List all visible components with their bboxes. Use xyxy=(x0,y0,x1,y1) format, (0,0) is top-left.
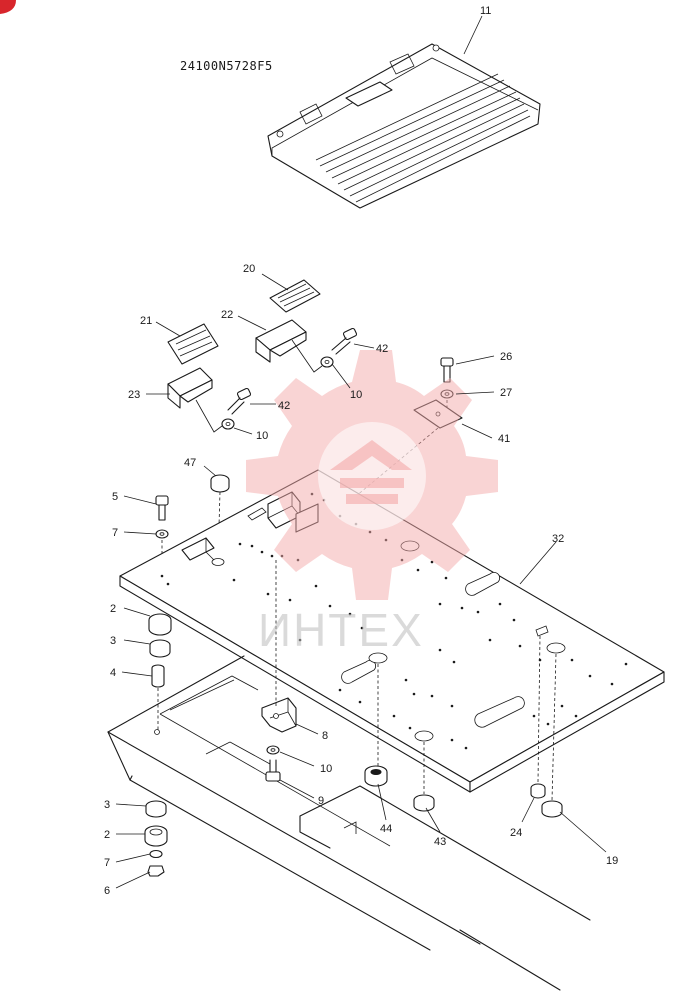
part-pedal-pad-20 xyxy=(269,279,321,313)
callout-labels: 11 20 21 22 42 10 26 27 23 42 10 41 47 5… xyxy=(104,5,618,897)
callout-22: 22 xyxy=(221,309,233,321)
callout-6: 6 xyxy=(104,885,110,897)
callout-10c: 10 xyxy=(320,763,332,775)
callout-11: 11 xyxy=(480,5,491,17)
callout-8: 8 xyxy=(322,730,328,742)
part-rubber-mount-3a xyxy=(149,639,171,658)
callout-26: 26 xyxy=(500,351,512,363)
part-nut-6 xyxy=(147,865,165,877)
part-bracket-8 xyxy=(261,697,297,733)
callout-7b: 7 xyxy=(104,857,110,869)
part-washer-10c xyxy=(266,745,280,755)
callout-2b: 2 xyxy=(104,829,110,841)
callout-23: 23 xyxy=(128,389,140,401)
part-pedal-pad-21 xyxy=(167,323,219,365)
part-bolt-5 xyxy=(155,495,169,521)
watermark-text: ИНТЕХ xyxy=(258,604,424,656)
callout-3a: 3 xyxy=(110,635,116,647)
callout-43: 43 xyxy=(434,836,446,848)
part-rubber-mount-2a xyxy=(148,613,172,636)
callout-44: 44 xyxy=(380,823,392,835)
part-cap-47 xyxy=(210,474,230,493)
callout-10b: 10 xyxy=(256,430,268,442)
part-bolt-42a xyxy=(331,327,358,355)
callout-2a: 2 xyxy=(110,603,116,615)
part-floor-plate-32 xyxy=(119,469,665,793)
watermark-gear-logo xyxy=(246,350,498,600)
floor-mat-slot xyxy=(345,81,393,107)
part-bolt-9 xyxy=(265,759,281,782)
callout-24: 24 xyxy=(510,827,522,839)
callout-27: 27 xyxy=(500,387,512,399)
drawing-part-code: 24100N5728F5 xyxy=(180,59,273,73)
callout-41: 41 xyxy=(498,433,510,445)
leader-lines xyxy=(115,15,607,889)
callout-4: 4 xyxy=(110,667,116,679)
part-rubber-mount-3b xyxy=(145,800,167,818)
callout-20: 20 xyxy=(243,263,255,275)
part-base-frame xyxy=(107,655,591,991)
part-washer-7a xyxy=(155,529,169,539)
part-washer-10a xyxy=(320,356,334,368)
part-bolt-42b xyxy=(227,387,252,415)
part-spacer-4 xyxy=(151,664,165,688)
part-rubber-mount-2b xyxy=(144,825,168,847)
part-grommet-43 xyxy=(413,794,435,812)
callout-9: 9 xyxy=(318,795,324,807)
floor-mat-ribs xyxy=(315,73,531,203)
part-washer-10b xyxy=(221,418,235,430)
callout-32: 32 xyxy=(552,533,564,545)
callout-42b: 42 xyxy=(278,400,290,412)
part-pedal-bracket-23 xyxy=(167,367,213,409)
callout-19: 19 xyxy=(606,855,618,867)
callout-47: 47 xyxy=(184,457,196,469)
callout-10a: 10 xyxy=(350,389,362,401)
part-floor-mat xyxy=(267,43,541,209)
callout-3b: 3 xyxy=(104,799,110,811)
part-grommet-44 xyxy=(364,765,388,787)
part-washer-7b xyxy=(149,849,163,859)
part-grommet-24 xyxy=(530,783,546,799)
corner-marker xyxy=(0,0,16,14)
callout-5: 5 xyxy=(112,491,118,503)
part-grommet-19 xyxy=(541,800,563,818)
callout-42a: 42 xyxy=(376,343,388,355)
callout-21: 21 xyxy=(140,315,152,327)
part-pedal-bracket-22 xyxy=(255,319,307,363)
part-bolt-26 xyxy=(440,357,454,383)
callout-7a: 7 xyxy=(112,527,118,539)
